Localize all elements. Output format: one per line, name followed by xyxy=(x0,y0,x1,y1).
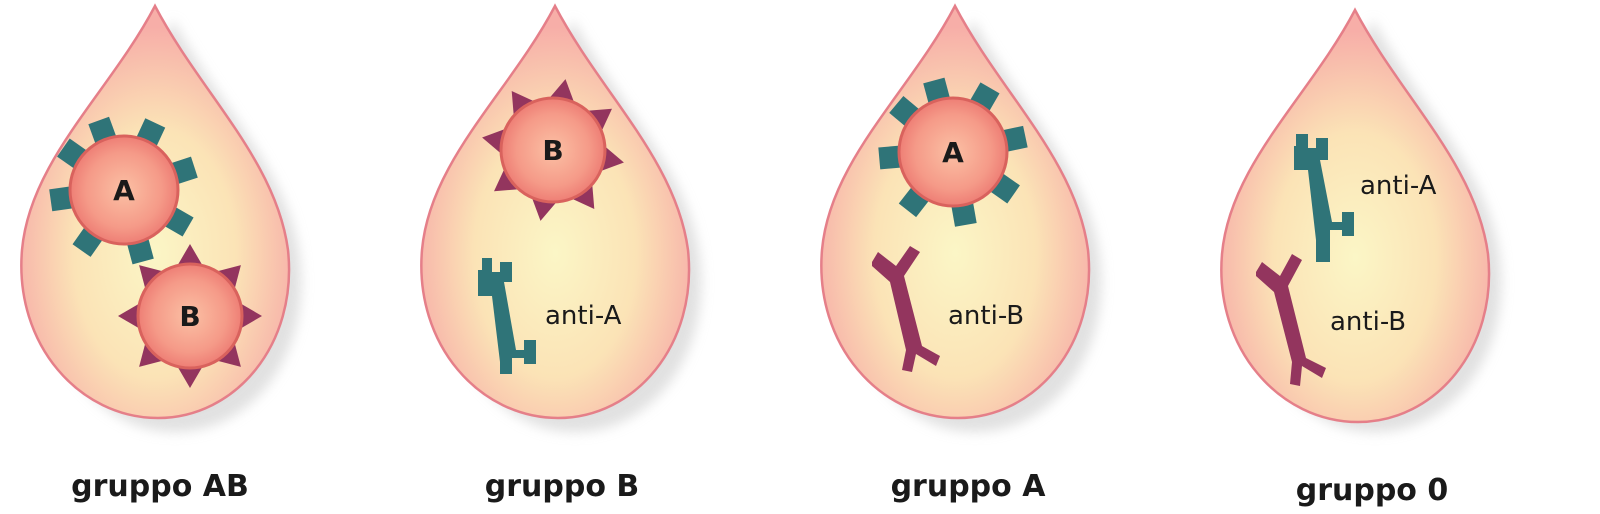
antibody-label: anti-A xyxy=(545,301,622,331)
antigen-b-marker xyxy=(118,244,262,388)
antibody-anti-a-shape xyxy=(1294,134,1354,262)
cell-label: B xyxy=(542,134,563,167)
drop-group-0 xyxy=(1220,7,1502,432)
antibody-label: anti-A xyxy=(1360,171,1437,201)
group-label: gruppo A xyxy=(891,469,1047,504)
group-label: gruppo B xyxy=(485,469,640,504)
antibody-anti-b-shape xyxy=(872,246,940,372)
group-label: gruppo AB xyxy=(71,469,249,504)
red-cell-a: A xyxy=(878,77,1028,227)
antibody-label: anti-B xyxy=(948,301,1024,331)
red-cell-a: A xyxy=(49,116,198,265)
cell-label: A xyxy=(942,136,964,169)
antibody-anti-b xyxy=(1256,254,1326,386)
cell-label: A xyxy=(113,174,135,207)
group-label: gruppo 0 xyxy=(1296,473,1449,508)
blood-drop xyxy=(420,3,691,420)
antibody-label: anti-B xyxy=(1330,307,1406,337)
antibody-anti-a xyxy=(1294,134,1354,262)
blood-drop xyxy=(1220,7,1491,424)
antibody-anti-b xyxy=(872,246,940,372)
drop-group-b xyxy=(420,3,702,432)
cell-label: B xyxy=(179,300,200,333)
red-cell-b: B xyxy=(118,244,262,388)
red-cell-b: B xyxy=(482,79,624,221)
antibody-anti-b-shape xyxy=(1256,254,1326,386)
antibody-anti-a-shape xyxy=(478,258,536,374)
antibody-anti-a xyxy=(478,258,536,374)
